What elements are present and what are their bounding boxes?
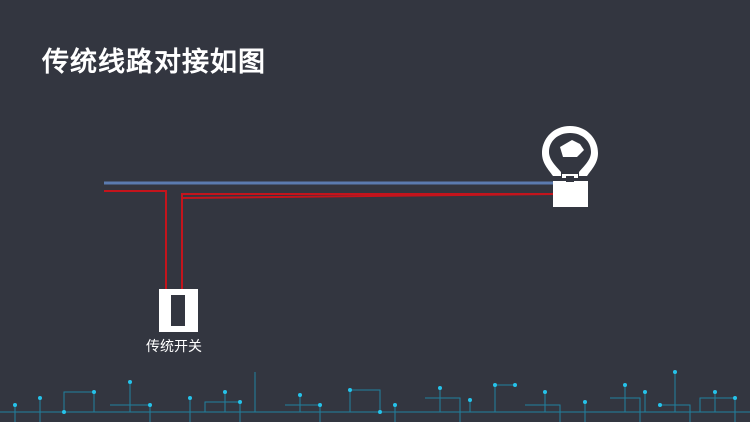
wall-switch-icon bbox=[159, 289, 198, 332]
circuit-nodes bbox=[13, 370, 737, 414]
switch-label: 传统开关 bbox=[146, 339, 202, 355]
circuit-decoration bbox=[0, 372, 750, 422]
live-wire-return bbox=[181, 193, 556, 290]
live-wire bbox=[104, 190, 167, 290]
live-wire-to-lamp bbox=[181, 193, 557, 199]
slide-title: 传统线路对接如图 bbox=[42, 47, 266, 78]
light-bulb-icon bbox=[542, 126, 598, 207]
